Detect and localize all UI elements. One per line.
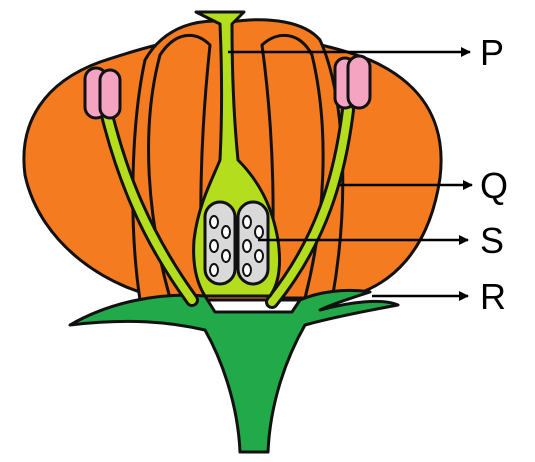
anther-right [335, 56, 370, 108]
label-q: Q [480, 165, 508, 206]
sepals-and-stalk [70, 290, 398, 452]
label-s: S [480, 220, 504, 261]
anther-left [85, 68, 120, 118]
label-r: R [480, 276, 506, 317]
label-p: P [480, 32, 504, 73]
